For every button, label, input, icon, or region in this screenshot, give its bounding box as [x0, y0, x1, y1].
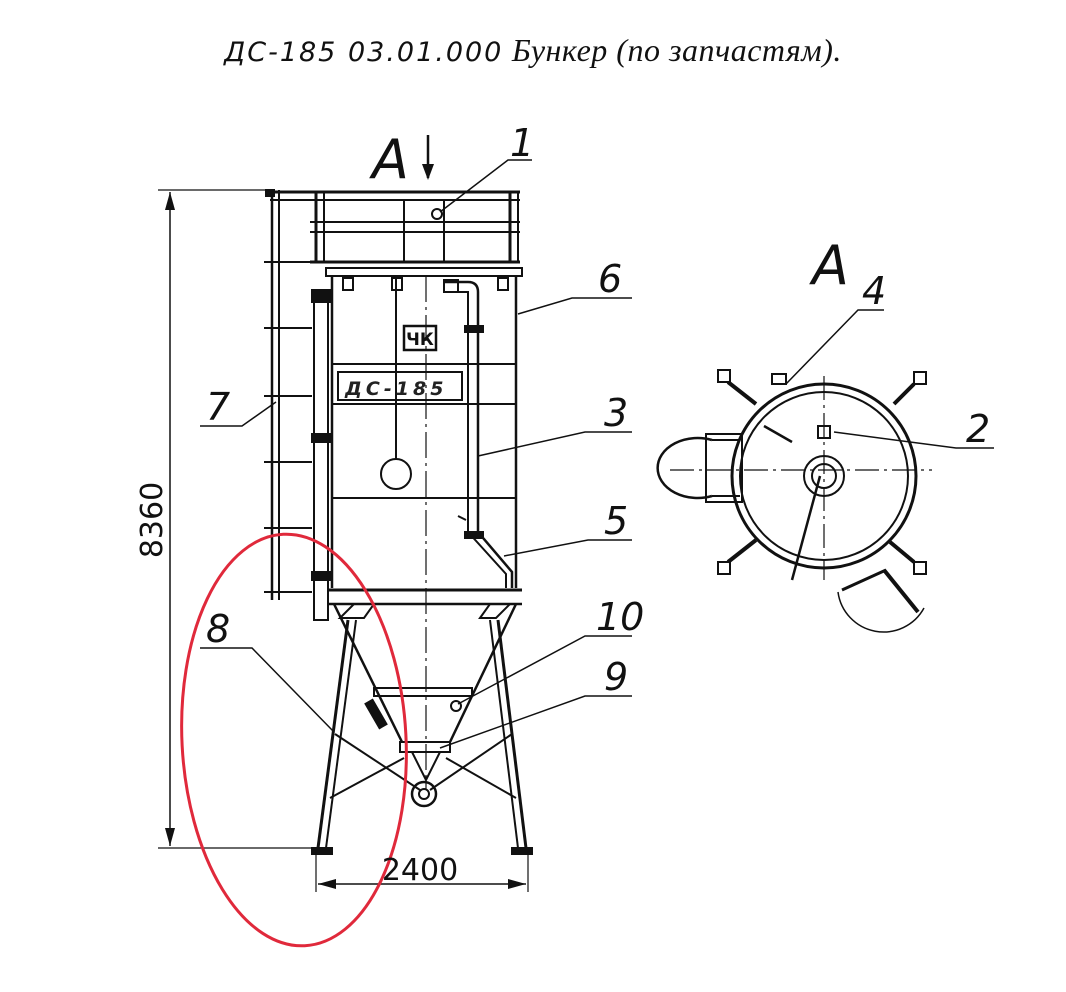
front-view: А	[158, 128, 632, 892]
callout-3: 3	[604, 391, 628, 435]
section-label: А	[809, 234, 849, 297]
callout-9: 9	[604, 655, 628, 699]
cone-support	[311, 588, 533, 855]
drawing-title: ДС-185 03.01.000 Бункер (по запчастям).	[0, 32, 1066, 69]
width-dimension-value: 2400	[382, 853, 458, 888]
callout-6: 6	[598, 257, 622, 301]
callout-8: 8	[206, 607, 230, 651]
view-arrow-label: А	[369, 128, 409, 191]
highlight-ellipse	[180, 532, 408, 948]
callout-7: 7	[206, 385, 230, 429]
cylinder-body	[311, 267, 523, 790]
callout-4: 4	[862, 269, 886, 313]
drawing-name: Бункер (по запчастям).	[511, 32, 842, 68]
drawing-texts: А 8360 2400 ДС-185 ЧК 1 2 3 4 5 6 7 8 9 …	[135, 121, 990, 888]
top-view-a	[656, 309, 994, 633]
top-railing	[270, 190, 520, 264]
height-dimension-value: 8360	[135, 482, 170, 558]
height-dimension	[158, 189, 312, 849]
callout-5: 5	[604, 499, 628, 543]
callout-2: 2	[966, 407, 990, 451]
drawing-code: ДС-185 03.01.000	[224, 37, 504, 68]
callout-leaders	[200, 159, 632, 749]
logo-text: ЧК	[406, 330, 434, 350]
callout-1: 1	[510, 121, 534, 165]
width-dimension	[315, 852, 529, 892]
ladder	[264, 189, 312, 600]
nameplate-text: ДС-185	[344, 378, 447, 400]
callout-10: 10	[596, 595, 644, 639]
mounting-lugs	[717, 369, 927, 575]
